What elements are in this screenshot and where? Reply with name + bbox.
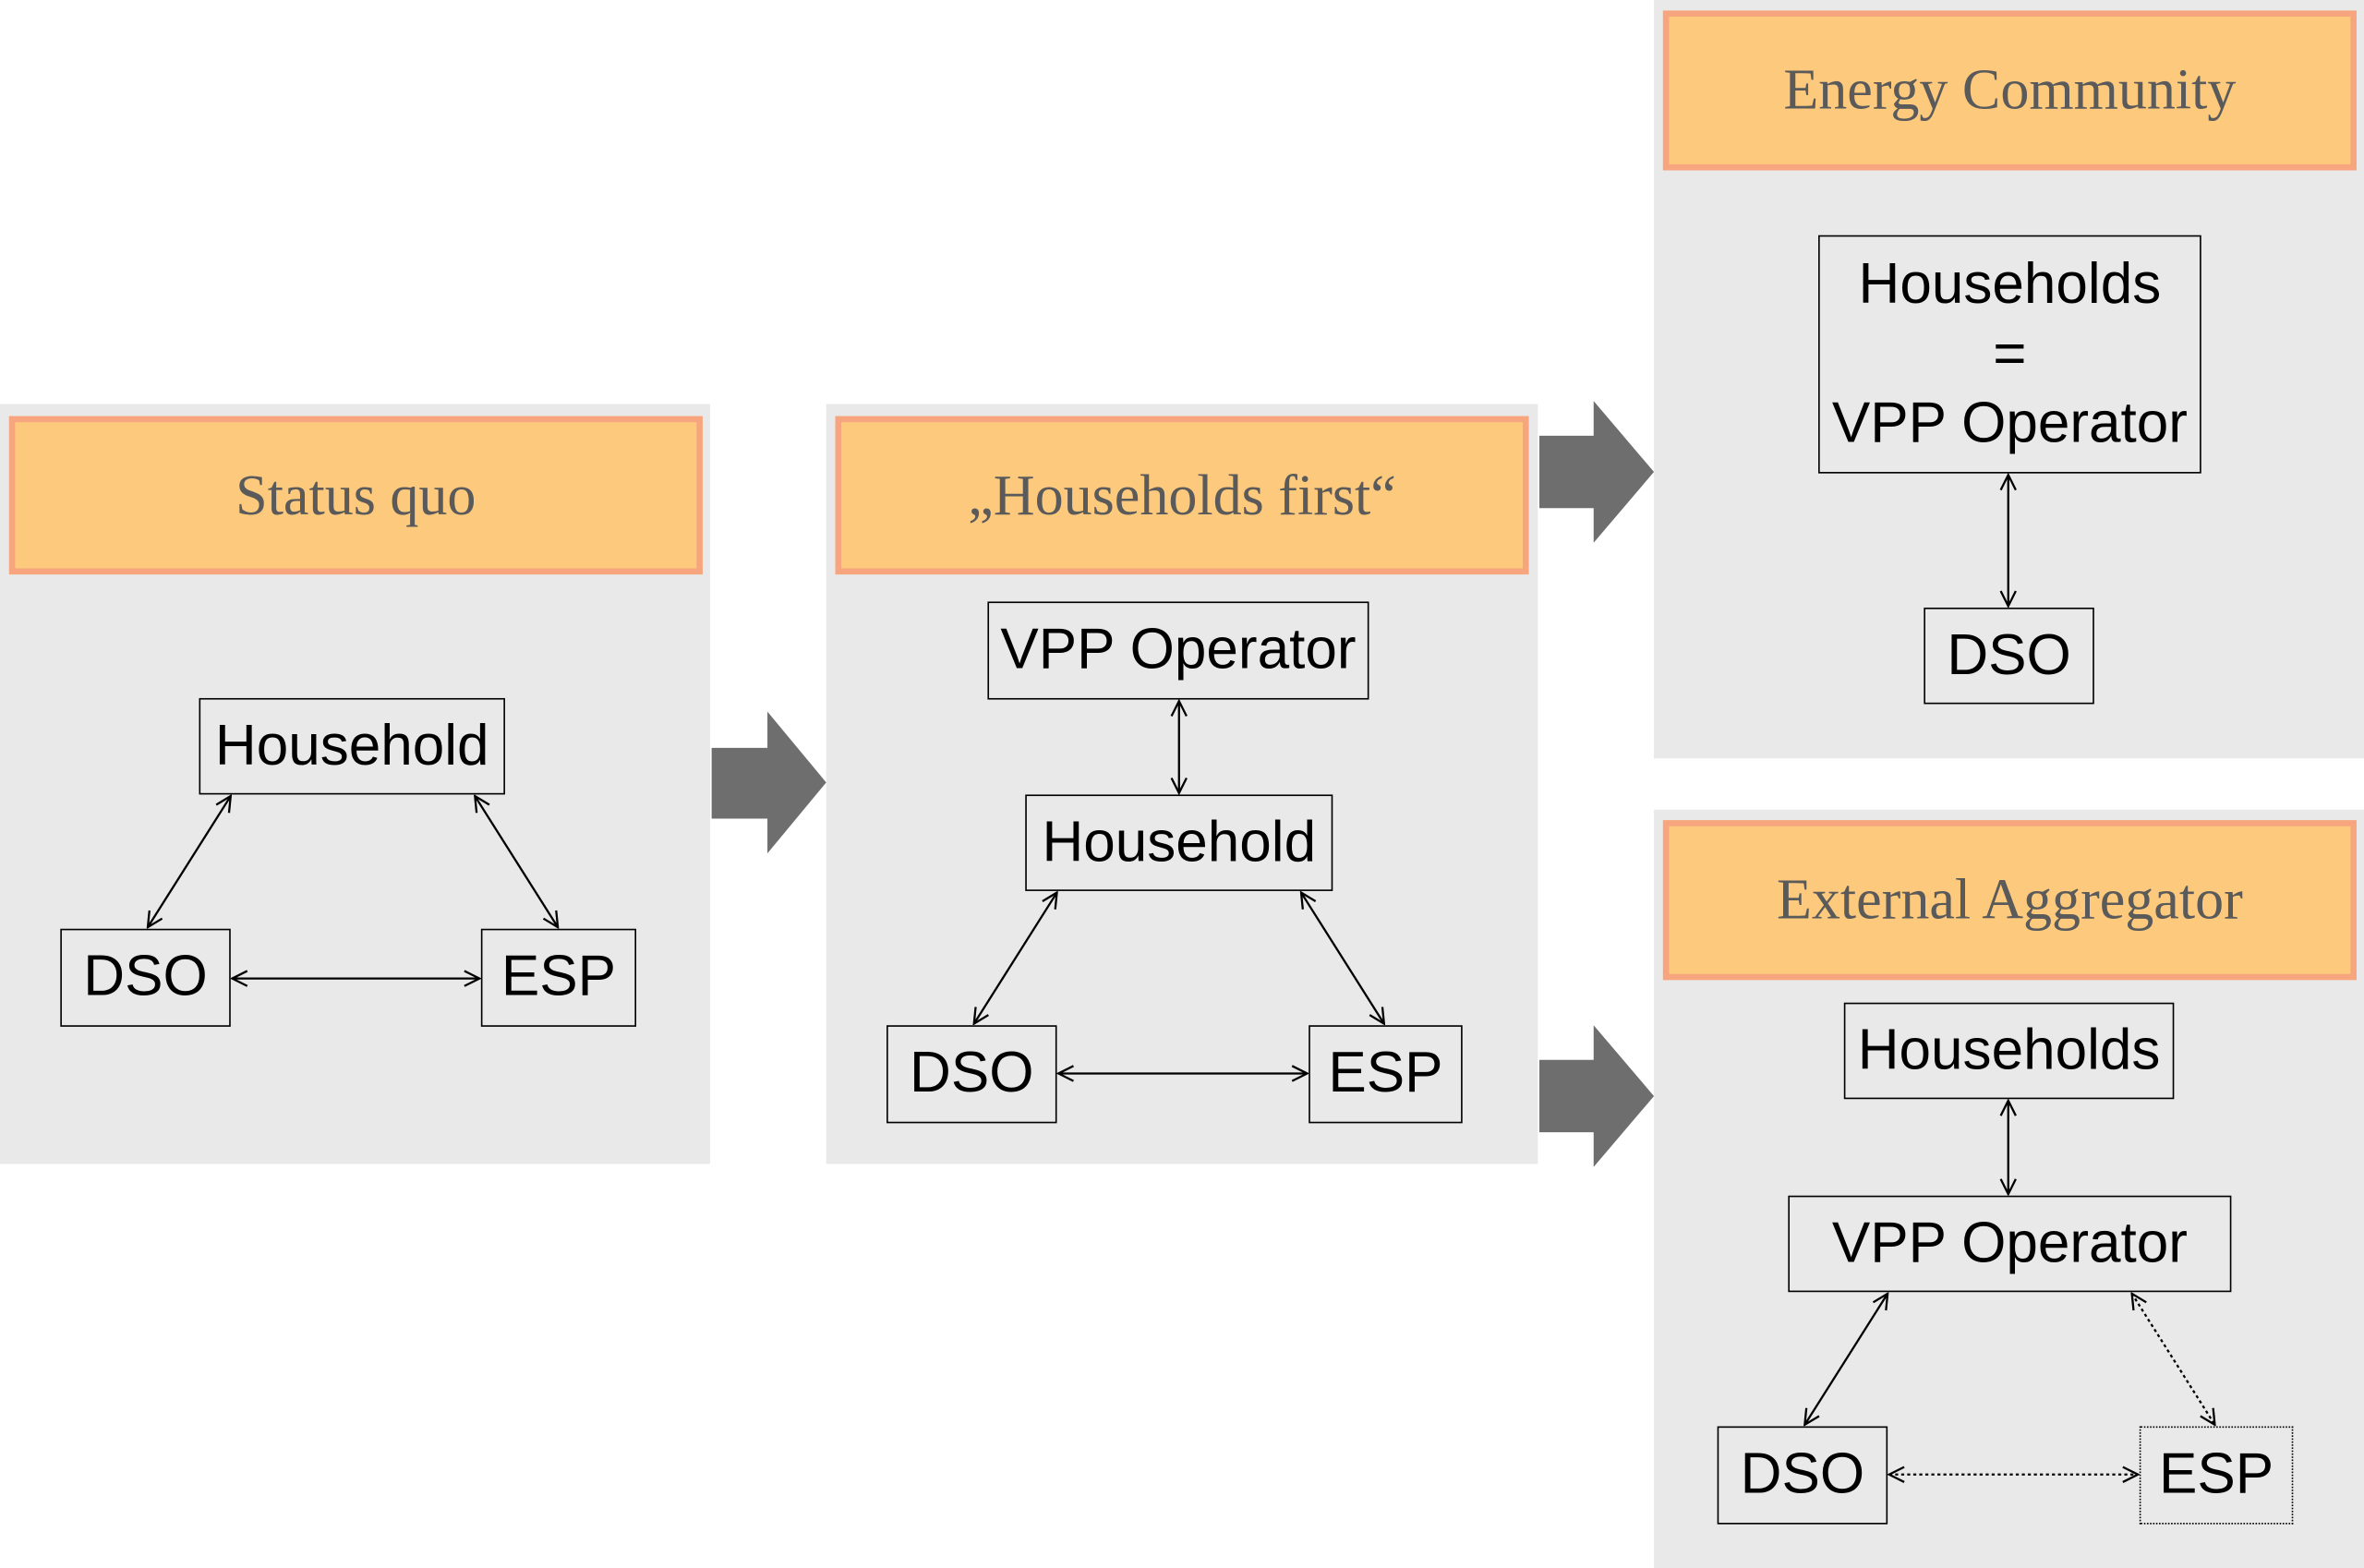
status-quo-dso-node: DSO xyxy=(60,928,231,1027)
households-first-vpp-node: VPP Operator xyxy=(987,601,1369,700)
status-quo-household-dso-link xyxy=(148,796,231,927)
households-first-esp-node: ESP xyxy=(1309,1025,1463,1124)
external-aggregator-dso-node: DSO xyxy=(1717,1426,1888,1525)
households-first-title: „Households first“ xyxy=(835,416,1529,575)
vpp-operator-line: VPP Operator xyxy=(1831,392,2188,456)
status-quo-household-esp-link xyxy=(475,796,558,927)
households-line: Households xyxy=(1858,253,2162,317)
households-first-dso-node: DSO xyxy=(886,1025,1057,1124)
households-first-household-esp-link xyxy=(1301,893,1384,1024)
external-aggregator-vpp-dso-link xyxy=(1804,1294,1888,1425)
external-aggregator-vpp-esp-link xyxy=(2132,1294,2215,1425)
transition-arrow-to-energy-community xyxy=(1538,401,1655,543)
equals-line: = xyxy=(1993,322,2027,386)
status-quo-title: Status quo xyxy=(8,416,703,575)
energy-community-dso-node: DSO xyxy=(1924,607,2094,705)
transition-arrow-to-households-first xyxy=(711,711,826,854)
status-quo-esp-node: ESP xyxy=(480,928,636,1027)
energy-community-title: Energy Community xyxy=(1662,10,2357,171)
external-aggregator-esp-node: ESP xyxy=(2139,1426,2294,1525)
households-first-household-dso-link xyxy=(974,893,1057,1024)
external-aggregator-households-node: Households xyxy=(1843,1002,2175,1100)
households-first-household-node: Household xyxy=(1025,794,1333,891)
energy-community-households-vpp-node: Households = VPP Operator xyxy=(1818,235,2201,474)
status-quo-household-node: Household xyxy=(199,697,505,795)
transition-arrow-to-external-aggregator xyxy=(1538,1025,1655,1167)
external-aggregator-title: External Aggregator xyxy=(1662,820,2357,981)
external-aggregator-vpp-node: VPP Operator xyxy=(1788,1195,2232,1293)
